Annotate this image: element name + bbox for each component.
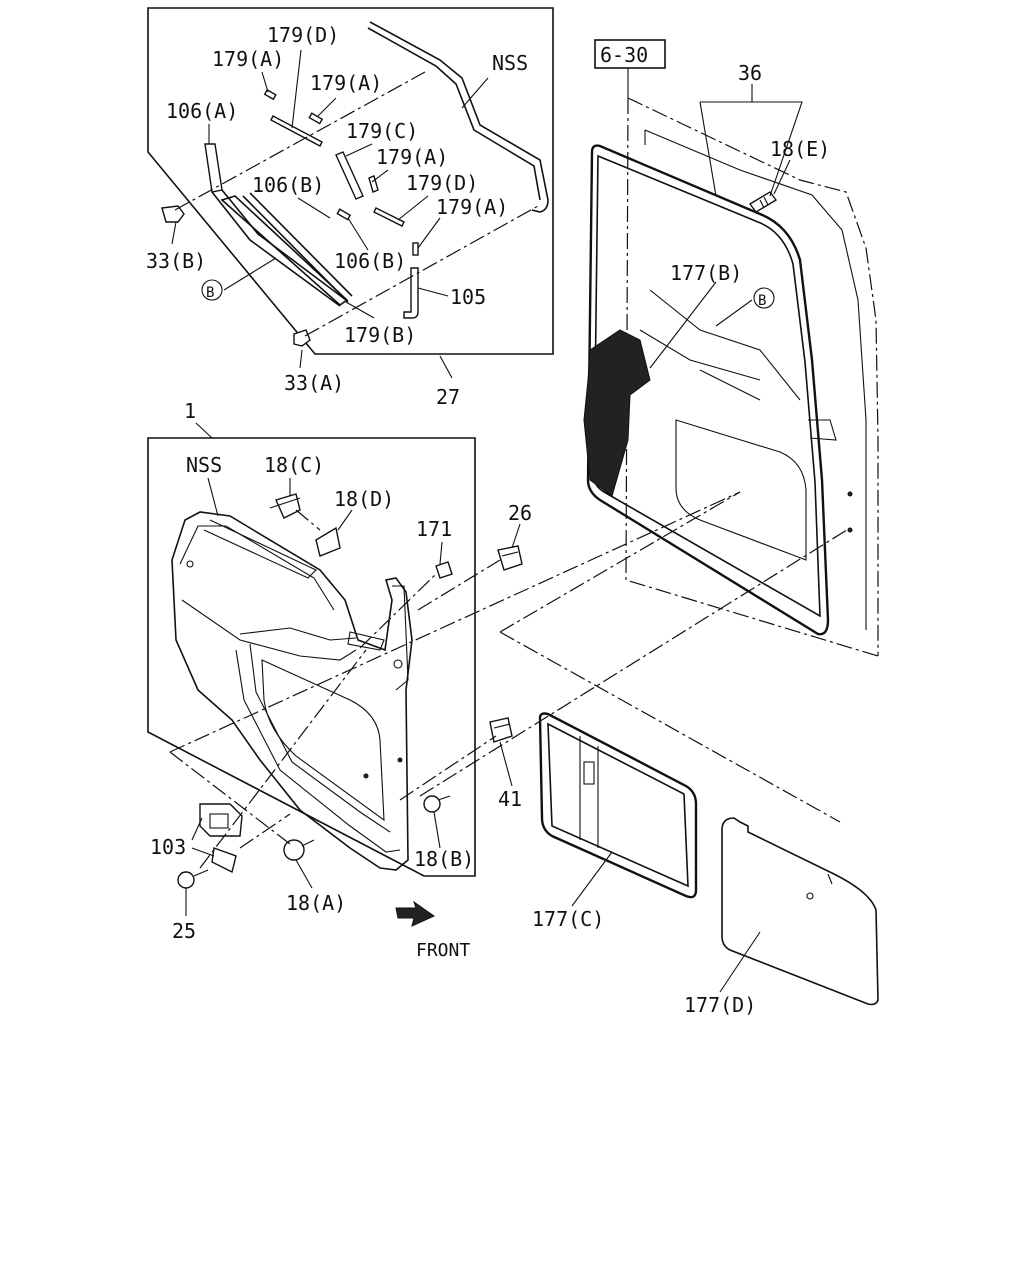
clip-26 [497,545,523,571]
label-18d: 18(D) [334,487,394,511]
label-26: 26 [508,501,532,525]
label-1: 1 [184,399,196,423]
label-171: 171 [416,517,452,541]
bracket-18d [315,526,341,557]
clip-171 [435,561,453,579]
label-106b-left: 106(B) [252,173,324,197]
pin-18a [283,839,315,861]
front-arrow-icon [395,900,436,927]
label-103: 103 [150,835,186,859]
pin-18b [423,795,451,813]
label-nss-low: NSS [186,453,222,477]
label-41: 41 [498,787,522,811]
label-105: 105 [450,285,486,309]
label-36: 36 [738,61,762,85]
label-25: 25 [172,919,196,943]
label-179a-low: 179(A) [436,195,508,219]
label-18a: 18(A) [286,891,346,915]
assembly-27-frame [147,7,554,355]
label-18b: 18(B) [414,847,474,871]
label-179c: 179(C) [346,119,418,143]
label-177d: 177(D) [684,993,756,1017]
door-trim-panel [171,511,413,871]
label-106a: 106(A) [166,99,238,123]
label-18e: 18(E) [770,137,830,161]
screw-25 [177,869,209,889]
clip-18c [269,493,301,519]
nss-weatherstrip-top [367,21,549,213]
label-179a-right: 179(A) [376,145,448,169]
label-circle-b-2: B [758,293,766,309]
callout-b-icon [753,287,775,309]
door-body-outline [594,39,879,657]
label-179d-right: 179(D) [406,171,478,195]
rail-assembly [220,192,353,307]
ref-box-6-30 [594,39,666,69]
label-front: FRONT [416,940,470,961]
label-circle-b: B [206,285,214,301]
callout-b-icon [201,279,223,301]
switch-103 [199,803,243,874]
clip-33a [293,329,311,347]
label-106b-right: 106(B) [334,249,406,273]
strip-106a [204,143,347,307]
label-33b: 33(B) [146,249,206,273]
label-177c: 177(C) [532,907,604,931]
label-ref-6-30: 6-30 [600,43,648,67]
label-179a-mid: 179(A) [310,71,382,95]
label-179b: 179(B) [344,323,416,347]
label-179d-top: 179(D) [267,23,339,47]
label-18c: 18(C) [264,453,324,477]
hook-105 [403,267,419,319]
sheet-177d [721,817,879,1006]
door-inner-panel [583,289,853,561]
label-33a: 33(A) [284,371,344,395]
shims-179 [263,88,419,256]
label-179a-top: 179(A) [212,47,284,71]
clip-33b [161,205,185,223]
bolt-18e [748,191,778,213]
label-nss-top: NSS [492,51,528,75]
weatherstrip-177c [538,712,698,899]
label-177b: 177(B) [670,261,742,285]
label-27: 27 [436,385,460,409]
assembly-1-frame [147,422,476,877]
